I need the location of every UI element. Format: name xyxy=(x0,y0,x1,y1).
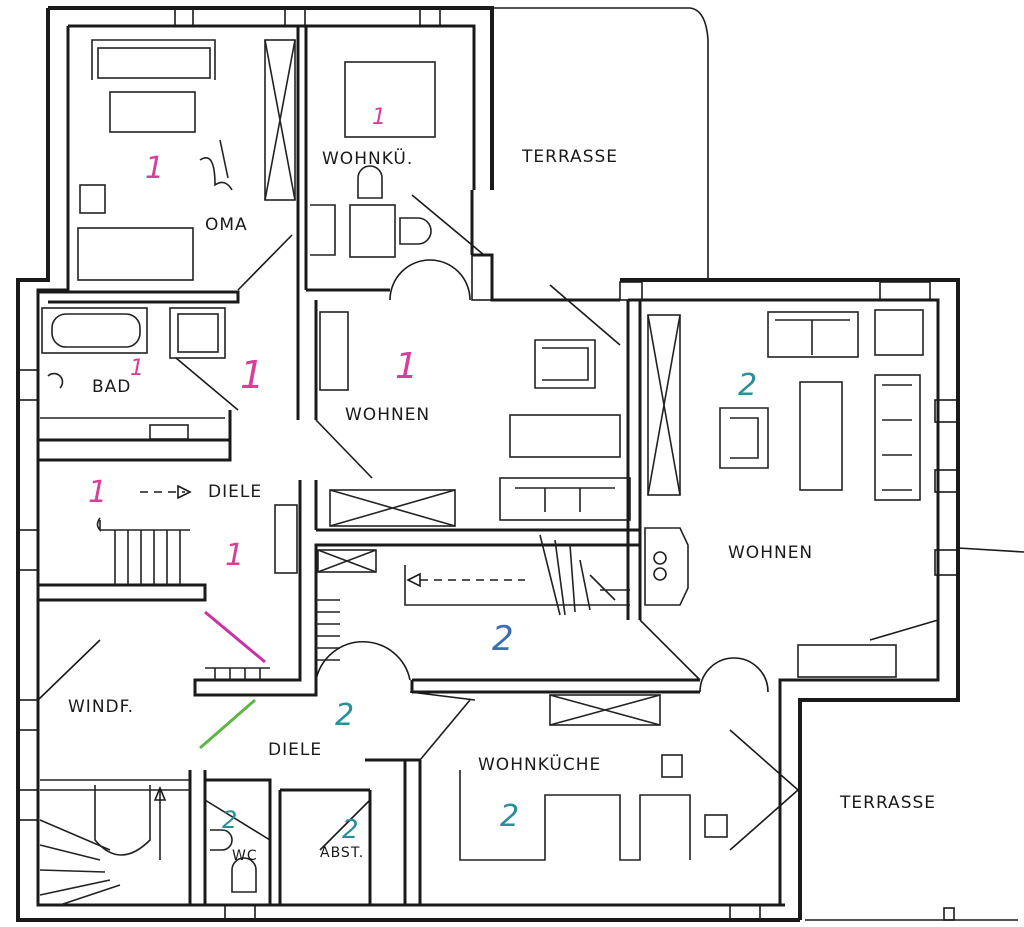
label-wohnen-right: WOHNEN xyxy=(728,543,813,563)
label-bad: BAD xyxy=(92,377,131,397)
windows xyxy=(17,7,958,921)
label-wohnkue: WOHNKÜ. xyxy=(322,147,413,169)
label-terrasse-right: TERRASSE xyxy=(839,793,936,813)
furniture xyxy=(39,39,924,906)
unit-mark-hall-mid: 2 xyxy=(492,619,514,659)
label-terrasse-top: TERRASSE xyxy=(521,147,618,167)
unit-mark-wohnen-right: 2 xyxy=(738,368,757,403)
unit-mark-diele-lower: 2 xyxy=(335,698,354,733)
room-labels: OMA WOHNKÜ. TERRASSE BAD WOHNEN DIELE WO… xyxy=(68,147,936,864)
label-wc: WC xyxy=(232,848,258,864)
label-diele-upper: DIELE xyxy=(208,482,262,502)
label-diele-lower: DIELE xyxy=(268,740,322,760)
unit-mark-diele-arrow: 1 xyxy=(88,475,107,510)
door-swings xyxy=(37,194,939,851)
label-oma: OMA xyxy=(205,215,248,235)
unit-mark-wohnkue: 1 xyxy=(372,105,386,130)
unit-mark-stair-upper: 1 xyxy=(225,538,244,573)
unit-mark-abst: 2 xyxy=(342,815,359,845)
unit-mark-wohnen-upper: 1 xyxy=(395,346,418,387)
unit-mark-hall-upper: 1 xyxy=(240,353,264,397)
label-windf: WINDF. xyxy=(68,697,134,717)
label-wohnkueche: WOHNKÜCHE xyxy=(478,753,601,775)
unit-mark-oma: 1 xyxy=(145,151,164,186)
label-abst: ABST. xyxy=(320,845,364,861)
unit-mark-wohnkueche: 2 xyxy=(500,799,519,834)
exterior-walls xyxy=(16,6,1024,922)
unit-mark-bad: 1 xyxy=(130,356,144,381)
label-wohnen-upper: WOHNEN xyxy=(345,405,430,425)
unit-marks: 1 1 1 1 1 1 1 2 2 2 2 2 2 xyxy=(88,105,757,845)
unit-mark-wc: 2 xyxy=(222,806,237,834)
interior-walls xyxy=(38,26,700,905)
